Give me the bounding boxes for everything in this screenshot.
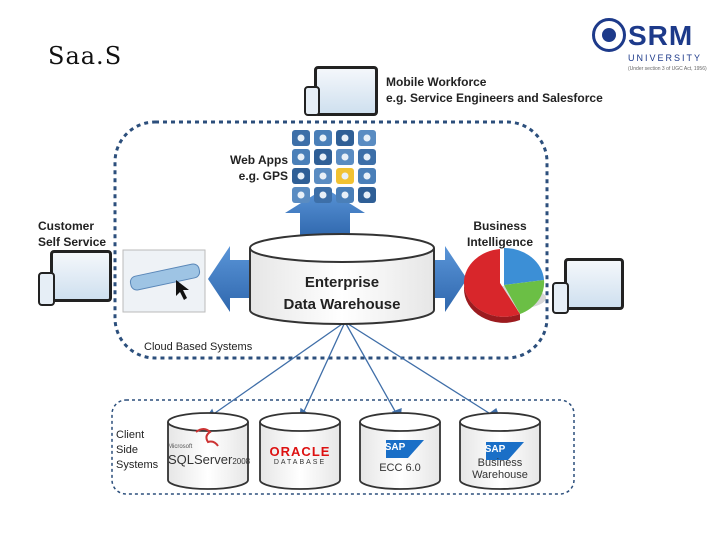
business-intelligence-label: Business Intelligence xyxy=(460,218,540,250)
connector-line xyxy=(204,321,346,421)
client-label-line: Systems xyxy=(116,459,159,471)
app-tile-glyph xyxy=(297,134,305,142)
sql-server-brand: SQLServer xyxy=(168,452,233,467)
app-tile-glyph xyxy=(341,172,349,180)
app-tile-glyph xyxy=(341,134,349,142)
client-boundary xyxy=(111,399,575,495)
app-tile-glyph xyxy=(319,153,327,161)
tablet-customer-icon xyxy=(38,250,112,310)
warehouse-cylinder xyxy=(249,233,435,325)
mobile-workforce-title: Mobile Workforce xyxy=(386,75,487,89)
sap-logo-icon xyxy=(386,440,424,458)
sap-ecc-text: SAP ECC 6.0 xyxy=(362,442,438,474)
cloud-boundary xyxy=(113,120,549,360)
web-apps-example: e.g. GPS xyxy=(238,169,288,183)
sap-bw-brand: SAP xyxy=(484,444,506,455)
bi-label-line: Intelligence xyxy=(466,235,534,249)
app-tile-glyph xyxy=(363,134,371,142)
sql-server-cylinder xyxy=(167,412,249,490)
app-tile-glyph xyxy=(363,153,371,161)
sap-logo-icon xyxy=(486,442,524,460)
logo-emblem-icon xyxy=(602,28,616,42)
mobile-workforce-example: e.g. Service Engineers and Salesforce xyxy=(386,91,603,105)
sql-server-version: 2008 xyxy=(232,457,251,466)
bi-label-line: Business xyxy=(473,219,527,233)
oracle-brand: ORACLE xyxy=(269,444,331,459)
sap-bw-sub: Warehouse xyxy=(472,469,528,481)
web-apps-grid xyxy=(292,130,376,203)
app-tile-glyph xyxy=(363,172,371,180)
oracle-cylinder xyxy=(259,412,341,490)
app-tile-glyph xyxy=(341,153,349,161)
warehouse-label: Enterprise Data Warehouse xyxy=(252,272,432,316)
customer-self-service-label: Customer Self Service xyxy=(38,218,118,250)
customer-label-line: Self Service xyxy=(38,235,107,249)
app-tile-glyph xyxy=(297,191,305,199)
pie-chart-icon xyxy=(463,247,546,323)
oracle-sub: DATABASE xyxy=(273,459,327,466)
sap-bw-sub: Business xyxy=(477,457,523,469)
tablet-mobile-workforce-icon xyxy=(304,66,378,118)
warehouse-label-line: Enterprise xyxy=(304,274,380,291)
app-tile-glyph xyxy=(319,191,327,199)
logo-tagline: (Under section 3 of UGC Act, 1956) xyxy=(628,66,707,72)
connector-line xyxy=(344,321,501,421)
web-apps-title: Web Apps xyxy=(229,153,288,167)
app-tile-glyph xyxy=(341,191,349,199)
cloud-systems-label: Cloud Based Systems xyxy=(142,340,255,355)
sql-server-logo-icon xyxy=(195,428,219,447)
client-label-line: Side xyxy=(116,444,139,456)
sap-ecc-brand: SAP xyxy=(384,442,406,453)
tablet-bi-icon xyxy=(552,258,624,314)
customer-label-line: Customer xyxy=(38,219,95,233)
sap-bw-text: SAP Business Warehouse xyxy=(462,444,538,481)
connector-line xyxy=(299,321,346,421)
arrow-left xyxy=(208,246,250,312)
logo-sub: UNIVERSITY xyxy=(628,53,703,63)
oracle-text: ORACLE DATABASE xyxy=(262,444,338,466)
sql-server-text: SQLServer2008 xyxy=(168,452,252,467)
app-tile-glyph xyxy=(319,172,327,180)
logo-name: SRM xyxy=(628,20,694,51)
sql-server-prefix: Microsoft xyxy=(168,444,193,450)
connector-line xyxy=(344,321,401,421)
slide-title: Saa.S xyxy=(48,42,123,70)
connector-lines xyxy=(203,321,502,422)
client-side-label: Client Side Systems xyxy=(116,428,166,473)
cursor-icon xyxy=(176,280,189,300)
app-tile-glyph xyxy=(363,191,371,199)
app-tile-glyph xyxy=(319,134,327,142)
srm-logo xyxy=(592,18,626,52)
warehouse-label-line: Data Warehouse xyxy=(283,296,401,313)
mobile-workforce-label: Mobile Workforce e.g. Service Engineers … xyxy=(386,74,626,106)
arrow-right xyxy=(425,246,467,312)
web-apps-label: Web Apps e.g. GPS xyxy=(218,152,288,184)
sap-ecc-sub: ECC 6.0 xyxy=(379,462,421,474)
client-label-line: Client xyxy=(116,429,145,441)
app-tile-glyph xyxy=(297,172,305,180)
app-tile-glyph xyxy=(297,153,305,161)
